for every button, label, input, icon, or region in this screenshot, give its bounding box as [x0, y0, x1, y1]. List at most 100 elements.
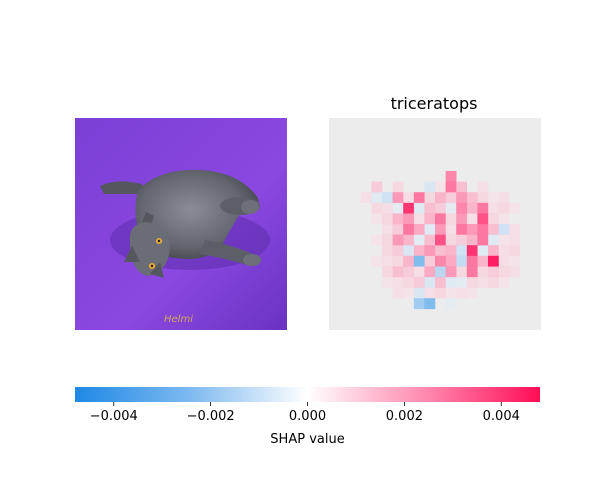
heatmap-cell: [445, 255, 457, 267]
heatmap-cell: [456, 192, 468, 204]
heatmap-cell: [392, 266, 404, 278]
heatmap-cell: [382, 213, 393, 225]
heatmap-cell: [403, 224, 415, 235]
heatmap-cell: [435, 255, 446, 267]
heatmap-cell: [477, 181, 489, 193]
heatmap-cell: [445, 266, 457, 278]
heatmap-cell: [382, 266, 393, 278]
heatmap-cell: [435, 213, 446, 225]
heatmap-cell: [466, 245, 478, 257]
heatmap-cell: [413, 287, 425, 299]
heatmap-cell: [413, 192, 425, 204]
heatmap-cell: [466, 234, 478, 246]
heatmap-cell: [382, 245, 393, 257]
heatmap-cell: [445, 287, 457, 299]
heatmap-cell: [445, 234, 457, 246]
heatmap-cell: [403, 213, 415, 225]
heatmap-cell: [392, 181, 404, 193]
heatmap-cell: [382, 255, 393, 267]
heatmap-cell: [371, 255, 383, 267]
heatmap-cell: [445, 171, 457, 182]
heatmap-cell: [403, 266, 415, 278]
heatmap-cell: [403, 234, 415, 246]
heatmap-cell: [382, 202, 393, 214]
heatmap-cell: [488, 213, 499, 225]
heatmap-cell: [382, 192, 393, 204]
heatmap-cell: [477, 245, 489, 257]
heatmap-cell: [413, 266, 425, 278]
colorbar-tick-label: 0.002: [386, 409, 423, 424]
heatmap-cell: [435, 202, 446, 214]
heatmap-cell: [413, 245, 425, 257]
shap-panel: triceratops: [329, 94, 541, 330]
heatmap-cell: [466, 202, 478, 214]
heatmap-cell: [424, 277, 436, 288]
heatmap-cell: [488, 192, 499, 204]
heatmap-cell: [403, 277, 415, 288]
heatmap-cell: [456, 213, 468, 225]
heatmap-cell: [424, 192, 436, 204]
heatmap-cell: [509, 202, 521, 214]
colorbar-tick-label: 0.000: [289, 409, 326, 424]
heatmap-cell: [466, 287, 478, 299]
heatmap-cell: [477, 255, 489, 267]
heatmap-cell: [488, 277, 499, 288]
heatmap-cell: [392, 234, 404, 246]
heatmap-cell: [445, 298, 457, 310]
heatmap-cell: [498, 213, 510, 225]
heatmap-cell: [488, 234, 499, 246]
image-signature: Helmi: [164, 314, 193, 325]
heatmap-cell: [456, 266, 468, 278]
colorbar-label: SHAP value: [270, 432, 344, 447]
colorbar-tick-label: −0.002: [187, 409, 235, 424]
heatmap-cell: [392, 213, 404, 225]
heatmap-cell: [371, 192, 383, 204]
heatmap-cell: [509, 234, 521, 246]
heatmap-cell: [424, 287, 436, 299]
heatmap-cell: [498, 277, 510, 288]
heatmap-cell: [371, 234, 383, 246]
heatmap-cell: [435, 234, 446, 246]
heatmap-cell: [424, 181, 436, 193]
heatmap-cell: [413, 255, 425, 267]
heatmap-cell: [456, 245, 468, 257]
heatmap-cell: [466, 266, 478, 278]
heatmap-cell: [360, 192, 372, 204]
heatmap-cell: [466, 213, 478, 225]
colorbar-tick-label: −0.004: [90, 409, 138, 424]
heatmap-cell: [403, 287, 415, 299]
heatmap-cell: [382, 277, 393, 288]
heatmap-cell: [424, 234, 436, 246]
heatmap-cell: [403, 245, 415, 257]
heatmap-cell: [445, 202, 457, 214]
heatmap-cells: [360, 171, 521, 310]
heatmap-cell: [413, 298, 425, 310]
heatmap-cell: [498, 255, 510, 267]
heatmap-cell: [466, 255, 478, 267]
heatmap-cell: [424, 255, 436, 267]
heatmap-cell: [488, 224, 499, 235]
heatmap-cell: [488, 202, 499, 214]
heatmap-cell: [509, 266, 521, 278]
input-image: Helmi: [75, 118, 287, 330]
heatmap-cell: [413, 224, 425, 235]
heatmap-cell: [445, 245, 457, 257]
heatmap-cell: [456, 277, 468, 288]
heatmap-cell: [477, 234, 489, 246]
heatmap-cell: [392, 202, 404, 214]
heatmap-cell: [392, 255, 404, 267]
heatmap-cell: [498, 234, 510, 246]
heatmap-cell: [392, 277, 404, 288]
panel-title: triceratops: [391, 94, 478, 113]
heatmap-cell: [466, 192, 478, 204]
colorbar-gradient: [75, 387, 540, 402]
heatmap-cell: [424, 245, 436, 257]
heatmap-cell: [392, 224, 404, 235]
heatmap-cell: [498, 266, 510, 278]
heatmap-cell: [509, 255, 521, 267]
heatmap-cell: [445, 277, 457, 288]
heatmap-cell: [371, 213, 383, 225]
heatmap-cell: [403, 202, 415, 214]
heatmap-cell: [424, 213, 436, 225]
heatmap-cell: [382, 234, 393, 246]
